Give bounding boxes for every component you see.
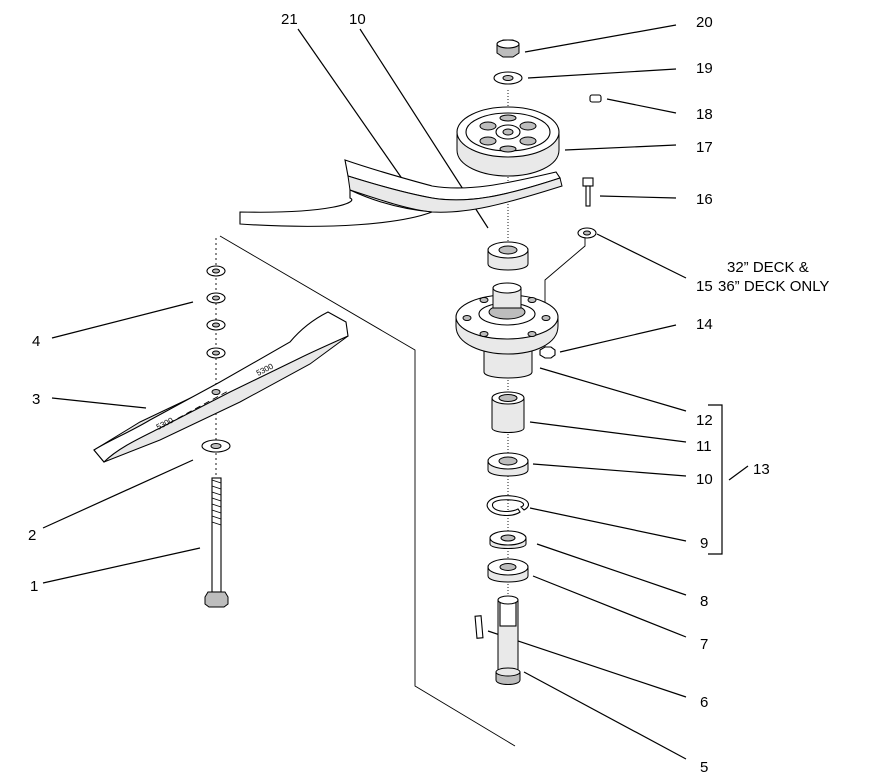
- callout-16: 16: [696, 191, 713, 208]
- callout-19: 19: [696, 60, 713, 77]
- mower-blade: 5300 5300: [93, 311, 349, 463]
- blade-washers: [206, 265, 226, 359]
- snap-ring: [486, 495, 530, 517]
- callout-8: 8: [700, 593, 708, 610]
- blade-bolt-washer: [201, 439, 231, 453]
- spacer-sleeve: [491, 391, 525, 433]
- callout-2: 2: [28, 527, 36, 544]
- callout-12: 12: [696, 412, 713, 429]
- spindle-nut: [496, 39, 520, 58]
- callout-1: 1: [30, 578, 38, 595]
- lower-bearing: [487, 452, 529, 477]
- callout-labels: 21 10 20 19 18 17 16 15 14 12 11 10 13 9…: [28, 11, 770, 776]
- callout-7: 7: [700, 636, 708, 653]
- callout-10-bottom: 10: [696, 471, 713, 488]
- drive-pulley: [456, 106, 560, 177]
- flange-nut: [539, 346, 556, 359]
- set-screw: [589, 94, 602, 103]
- thrust-washer: [489, 530, 527, 549]
- group-bracket-13: [708, 404, 723, 555]
- callout-18: 18: [696, 106, 713, 123]
- callout-5: 5: [700, 759, 708, 776]
- callout-13: 13: [753, 461, 770, 478]
- callout-10-top: 10: [349, 11, 366, 28]
- callout-9: 9: [700, 535, 708, 552]
- lock-washer: [577, 227, 597, 239]
- spindle-housing: [455, 282, 559, 379]
- deck-note: 32” DECK & 36” DECK ONLY: [718, 259, 829, 295]
- blade-spacer: [487, 558, 529, 583]
- blade-bolt: [204, 477, 229, 608]
- callout-21: 21: [281, 11, 298, 28]
- upper-bearing: [487, 241, 529, 271]
- pulley-washer: [493, 71, 523, 85]
- deck-note-line1: 32” DECK &: [727, 259, 809, 276]
- callout-6: 6: [700, 694, 708, 711]
- callout-17: 17: [696, 139, 713, 156]
- deck-note-line2: 36” DECK ONLY: [718, 278, 829, 295]
- spindle-shaft: [495, 595, 521, 685]
- callout-11: 11: [696, 438, 712, 455]
- leader-lines: [42, 24, 749, 760]
- woodruff-key: [474, 615, 484, 639]
- callout-14: 14: [696, 316, 713, 333]
- callout-4: 4: [32, 333, 40, 350]
- deck-bolt: [582, 177, 594, 207]
- drive-belt: [239, 159, 563, 227]
- callout-20: 20: [696, 14, 713, 31]
- callout-15: 15: [696, 278, 713, 295]
- callout-3: 3: [32, 391, 40, 408]
